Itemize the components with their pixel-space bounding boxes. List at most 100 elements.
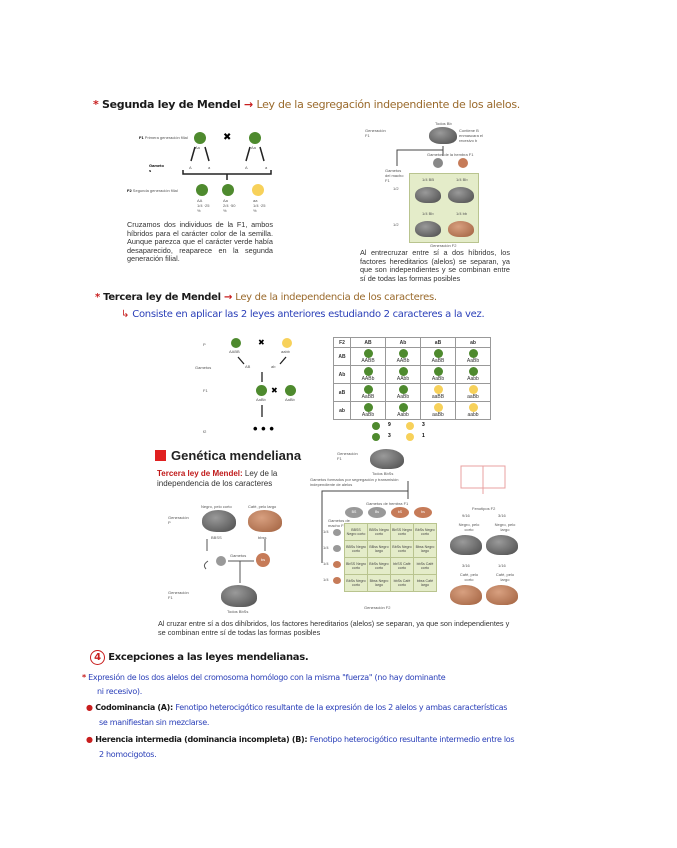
guinea-pig-image [486, 585, 518, 605]
genotype: bbss [258, 535, 267, 540]
cross-icon: ✖ [271, 386, 278, 395]
all-label: Todos Bb [435, 121, 452, 126]
legend-count: 9 [388, 422, 391, 428]
guinea-pig-image [450, 535, 482, 555]
unit: % [197, 208, 201, 213]
exception-text: Fenotipo heterocigótico resultante inter… [309, 735, 515, 744]
f2-cell: bbSs Café corto [390, 574, 414, 592]
guinea-pig-image [370, 449, 404, 469]
sperm-icon [333, 545, 341, 552]
legend-dot [406, 433, 414, 441]
seed-dot [398, 367, 408, 376]
guinea-pig-image [448, 221, 474, 237]
guinea-pig-image [248, 510, 282, 532]
arrows-bracket [182, 146, 272, 180]
arrows [203, 539, 266, 583]
f2-cell: Bbss Negro largo [413, 540, 437, 558]
sperm-icon [333, 577, 341, 584]
slide-law-desc: Ley de la independencia de los caractere… [157, 469, 278, 488]
ratio: 1/4 ·25 [197, 203, 210, 208]
f2-cell: BbSs Negro corto [344, 574, 368, 592]
phenotype-label: Negro, pelo corto [458, 522, 480, 532]
genotype: AaBb [361, 412, 375, 418]
seed-dot [363, 385, 373, 394]
cell-label: 1/4 bb [456, 211, 468, 216]
seed-dot [433, 367, 443, 376]
all-f1-label: Todos BbSs [372, 471, 394, 476]
punnett-cell: AAbb [385, 365, 421, 384]
phenotype-label: Café, pelo largo [248, 504, 277, 509]
seed-dot [433, 385, 443, 394]
gametes-label: Gameto s [149, 163, 164, 173]
gamete: a [265, 165, 268, 170]
genotype: AaBb [466, 358, 480, 364]
section3-note: ↳ Consiste en aplicar las 2 leyes anteri… [121, 309, 485, 320]
slide-title: Genética mendeliana [171, 448, 302, 463]
genotype: Aa [223, 198, 228, 203]
parent-dot [249, 132, 261, 144]
row-header: aB [333, 383, 351, 402]
bullet-dot: ● [86, 735, 93, 744]
punnett-square: 1/4 BB 1/4 Bb 1/4 Bb 1/4 bb [409, 173, 479, 243]
seed-dot [468, 403, 478, 412]
slide-figure: Genética mendeliana Tercera ley de Mende… [150, 445, 520, 638]
gamete: AB [245, 364, 251, 369]
ellipsis-icon: • • • [253, 421, 274, 436]
f1-dot [256, 385, 267, 396]
sperm-icon [333, 561, 341, 568]
legend-count: 1 [422, 433, 425, 439]
sperm-icon [333, 529, 341, 536]
phenotypes-label: Fenotipos F2 [472, 506, 496, 511]
punnett-cell: Aabb [455, 365, 491, 384]
unit: % [223, 208, 227, 213]
punnett-cell: aaBb [455, 383, 491, 402]
phenotype-ratio: 1/16 [498, 563, 506, 568]
legend-count: 3 [388, 433, 391, 439]
seed-dot [468, 385, 478, 394]
f2-cell: BbSS Negro corto [344, 557, 368, 575]
arrow-icon: → [223, 292, 233, 303]
punnett-cell: AABb [385, 347, 421, 366]
f1-label: F1 [203, 388, 208, 393]
seed-dot [363, 349, 373, 358]
gametes-label: Gametos [230, 553, 247, 558]
gen-f1-label: Generación F1 [365, 128, 386, 138]
parent-genotype: Aa [251, 145, 256, 150]
legend-count: 3 [422, 422, 425, 428]
genotype: aaBb [432, 412, 444, 418]
female-gamete: bS [391, 507, 409, 518]
connector-arrows [396, 146, 444, 166]
punnett-cell: AaBB [350, 383, 386, 402]
gamete: a [208, 165, 211, 170]
ratio: 1/4 ·25 [253, 203, 266, 208]
genotype: AABB [361, 358, 375, 364]
f2-cell: BbSs Negro corto [413, 523, 437, 541]
genotype: AABb [396, 358, 410, 364]
parent-dot [282, 338, 292, 348]
gen-p-label: Generación P [168, 515, 189, 525]
offspring-dot [196, 184, 208, 196]
female-gametes-label: Gametos de hembra F1 [366, 501, 409, 506]
cell-label: 1/4 Bb [456, 177, 468, 182]
slide-caption: Al cruzar entre sí a dos dihíbridos, los… [158, 619, 510, 637]
genotype: aabb [281, 349, 290, 354]
f1-dot [285, 385, 296, 396]
section4-title: Excepciones a las leyes mendelianas. [108, 652, 309, 663]
gamete: A [189, 165, 192, 170]
ratio: 2/4 ·50 [223, 203, 236, 208]
phenotype-label: Negro, pelo corto [201, 504, 232, 509]
genotype: AaBb [396, 394, 410, 400]
parent-genotype: Aa [195, 145, 200, 150]
bullet-star: * [82, 673, 86, 682]
f2-cell: BbSS Negro corto [390, 523, 414, 541]
all-f1-label: Todos BbSs [227, 609, 249, 614]
punnett-cell: aabb [455, 401, 491, 420]
seed-dot [363, 367, 373, 376]
phenotype-label: Café, pelo corto [459, 572, 479, 582]
